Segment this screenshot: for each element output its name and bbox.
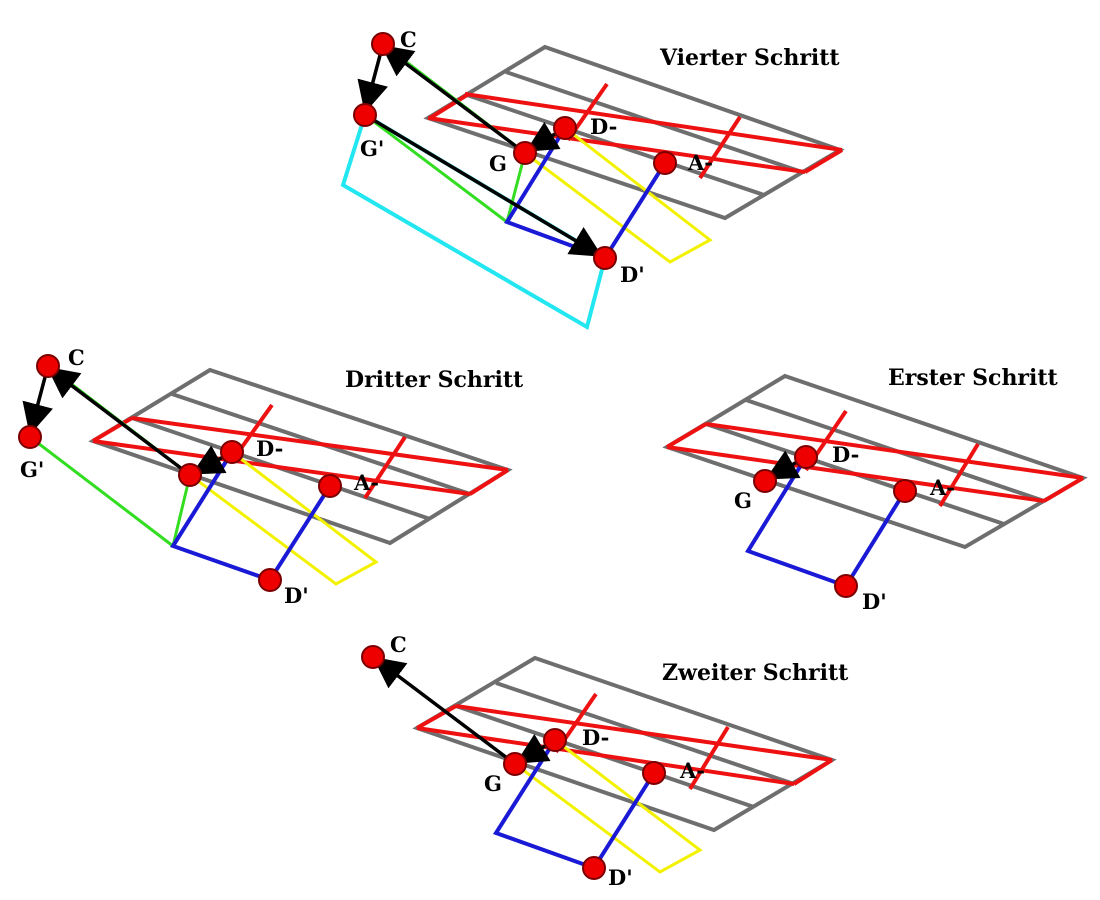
red-grid-line bbox=[665, 422, 708, 449]
gray-grid-outline bbox=[88, 367, 513, 546]
arrow-gp-to-dp bbox=[364, 113, 603, 257]
point-labels: C G' D- A- D' bbox=[20, 345, 379, 608]
point-dm bbox=[794, 445, 818, 469]
arrows bbox=[372, 656, 556, 766]
red-grid-line bbox=[91, 416, 134, 443]
point-am bbox=[642, 761, 666, 785]
red-grid-line bbox=[705, 422, 1084, 480]
point-g bbox=[753, 469, 777, 493]
point-dm bbox=[543, 728, 567, 752]
red-grid-line bbox=[792, 758, 834, 786]
point-labels: C G D- A- D' bbox=[390, 632, 705, 890]
point-am bbox=[893, 479, 917, 503]
point-labels: G D- A- D' bbox=[734, 442, 955, 614]
point-gp bbox=[18, 425, 42, 449]
gray-grid-outline bbox=[662, 373, 1088, 550]
point-gp bbox=[353, 103, 377, 127]
label-am: A- bbox=[929, 475, 955, 500]
point-c bbox=[361, 645, 385, 669]
label-g: G bbox=[489, 151, 507, 176]
panel-title: Erster Schritt bbox=[888, 365, 1059, 391]
point-dm bbox=[220, 440, 244, 464]
panel-dritter: Dritter Schritt bbox=[18, 345, 524, 608]
red-grid-line bbox=[688, 725, 730, 791]
red-grid-line bbox=[666, 445, 1045, 503]
label-dp: D' bbox=[608, 865, 633, 890]
red-grid-line bbox=[938, 442, 980, 508]
red-grid-line bbox=[131, 416, 509, 472]
red-grid-line bbox=[698, 115, 742, 180]
blue-lines bbox=[492, 738, 656, 871]
green-line bbox=[364, 113, 508, 224]
point-g bbox=[178, 463, 202, 487]
panel-title: Zweiter Schritt bbox=[662, 660, 849, 686]
red-grid-line bbox=[428, 93, 469, 120]
gray-grid-outline bbox=[423, 44, 845, 221]
red-grid-line bbox=[455, 704, 833, 762]
points bbox=[18, 354, 342, 592]
label-c: C bbox=[400, 27, 417, 52]
points bbox=[753, 445, 917, 598]
red-grid-line bbox=[416, 704, 457, 730]
red-grid-line bbox=[464, 92, 843, 152]
label-am: A- bbox=[687, 150, 713, 175]
label-dp: D' bbox=[620, 262, 645, 287]
red-grid-line bbox=[363, 435, 407, 500]
red-grid-line bbox=[468, 468, 510, 496]
blue-line bbox=[745, 455, 907, 589]
arrow-g-to-c bbox=[372, 656, 517, 766]
label-c: C bbox=[390, 632, 407, 657]
point-dp bbox=[582, 856, 606, 880]
blue-line bbox=[504, 126, 667, 261]
point-dp bbox=[258, 568, 282, 592]
panel-erster: Erster Schritt G D- A- bbox=[662, 365, 1088, 614]
green-line bbox=[29, 435, 174, 548]
point-g bbox=[513, 141, 537, 165]
green-line bbox=[171, 474, 192, 547]
label-c: C bbox=[68, 345, 85, 370]
point-labels: C G' G D- A- D' bbox=[360, 27, 713, 287]
point-am bbox=[318, 474, 342, 498]
panel-title: Vierter Schritt bbox=[659, 45, 840, 71]
label-g: G bbox=[734, 488, 752, 513]
blue-lines bbox=[169, 450, 332, 583]
blue-line bbox=[169, 450, 332, 583]
red-grid bbox=[665, 409, 1085, 508]
point-dp bbox=[834, 574, 858, 598]
gray-grid bbox=[88, 367, 513, 546]
points bbox=[361, 645, 666, 880]
point-c bbox=[36, 354, 60, 378]
point-dp bbox=[593, 246, 617, 270]
red-grid-line bbox=[1042, 476, 1085, 503]
label-dm: D- bbox=[256, 436, 283, 461]
gray-grid bbox=[423, 44, 845, 221]
panel-title: Dritter Schritt bbox=[345, 367, 524, 393]
panel-zweiter: Zweiter Schritt bbox=[361, 632, 849, 890]
label-dp: D' bbox=[284, 583, 309, 608]
point-c bbox=[371, 32, 395, 56]
blue-line bbox=[492, 738, 656, 871]
label-dm: D- bbox=[590, 114, 617, 139]
label-dm: D- bbox=[582, 725, 609, 750]
arrows bbox=[357, 43, 603, 257]
label-g: G bbox=[484, 771, 502, 796]
label-gp: G' bbox=[20, 457, 44, 482]
blue-lines bbox=[745, 455, 907, 589]
blue-lines bbox=[504, 126, 667, 261]
point-am bbox=[653, 151, 677, 175]
red-grid-line bbox=[803, 148, 844, 174]
arrow-g-to-c bbox=[46, 366, 192, 477]
label-dp: D' bbox=[862, 589, 887, 614]
label-dm: D- bbox=[832, 442, 859, 467]
points bbox=[353, 32, 677, 270]
panel-vierter: Vierter Schritt bbox=[340, 27, 845, 331]
label-am: A- bbox=[679, 758, 705, 783]
point-g bbox=[503, 752, 527, 776]
label-gp: G' bbox=[360, 136, 384, 161]
point-dm bbox=[553, 116, 577, 140]
label-am: A- bbox=[353, 470, 379, 495]
arrow-g-to-c bbox=[380, 44, 527, 155]
gray-grid bbox=[662, 373, 1088, 550]
